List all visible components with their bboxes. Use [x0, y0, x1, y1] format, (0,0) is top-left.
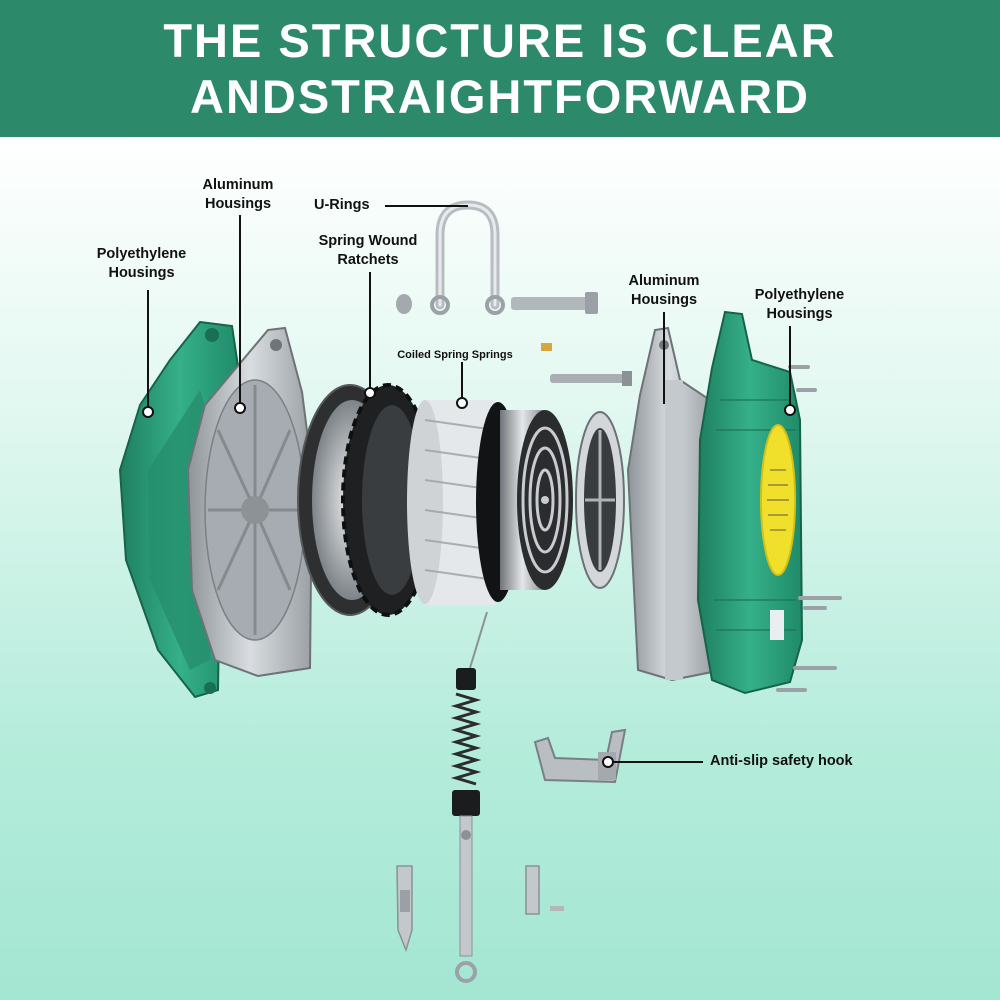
ratchet-disc	[297, 383, 435, 617]
axle-pin	[550, 371, 632, 386]
left-aluminum-housing	[186, 326, 314, 678]
label-aluminum-right: Aluminum Housings	[614, 272, 714, 310]
label-spring-wound-ratchets: Spring Wound Ratchets	[308, 232, 428, 270]
label-coiled-spring: Coiled Spring Springs	[397, 349, 513, 361]
cable-spring-assembly	[450, 611, 488, 983]
label-ratchets-line1: Spring Wound	[318, 233, 418, 249]
right-bracket	[525, 865, 564, 915]
anti-slip-safety-hook	[533, 728, 627, 784]
title-line-2: ANDSTRAIGHTFORWARD	[190, 69, 810, 123]
label-aluminum-right-line2: Housings	[630, 292, 698, 308]
housing-bolts	[776, 365, 842, 692]
label-u-rings: U-Rings	[314, 197, 370, 213]
label-anti-slip-hook: Anti-slip safety hook	[710, 753, 853, 769]
right-polyethylene-housing	[696, 310, 804, 695]
label-polyethylene-left-line1: Polyethylene	[96, 246, 187, 262]
label-aluminum-left: Aluminum Housings	[188, 176, 288, 214]
label-polyethylene-right-line2: Housings	[766, 306, 833, 322]
callout-leaders	[142, 205, 796, 768]
label-polyethylene-left-line2: Housings	[108, 265, 175, 281]
right-spoke-disc	[575, 411, 625, 589]
title-banner: THE STRUCTURE IS CLEAR ANDSTRAIGHTFORWAR…	[0, 0, 1000, 137]
label-polyethylene-left: Polyethylene Housings	[84, 245, 199, 283]
coiled-spring-drum	[407, 400, 573, 605]
brass-spacer	[541, 343, 552, 351]
label-aluminum-left-line1: Aluminum	[202, 177, 274, 193]
label-aluminum-left-line2: Housings	[204, 196, 272, 212]
left-bracket	[396, 865, 413, 953]
label-aluminum-right-line1: Aluminum	[628, 273, 700, 289]
label-ratchets-line2: Ratchets	[337, 252, 399, 268]
title-line-1: THE STRUCTURE IS CLEAR	[163, 13, 837, 67]
label-polyethylene-right: Polyethylene Housings	[742, 286, 857, 324]
label-polyethylene-right-line1: Polyethylene	[754, 287, 845, 303]
right-aluminum-housing	[626, 326, 714, 682]
